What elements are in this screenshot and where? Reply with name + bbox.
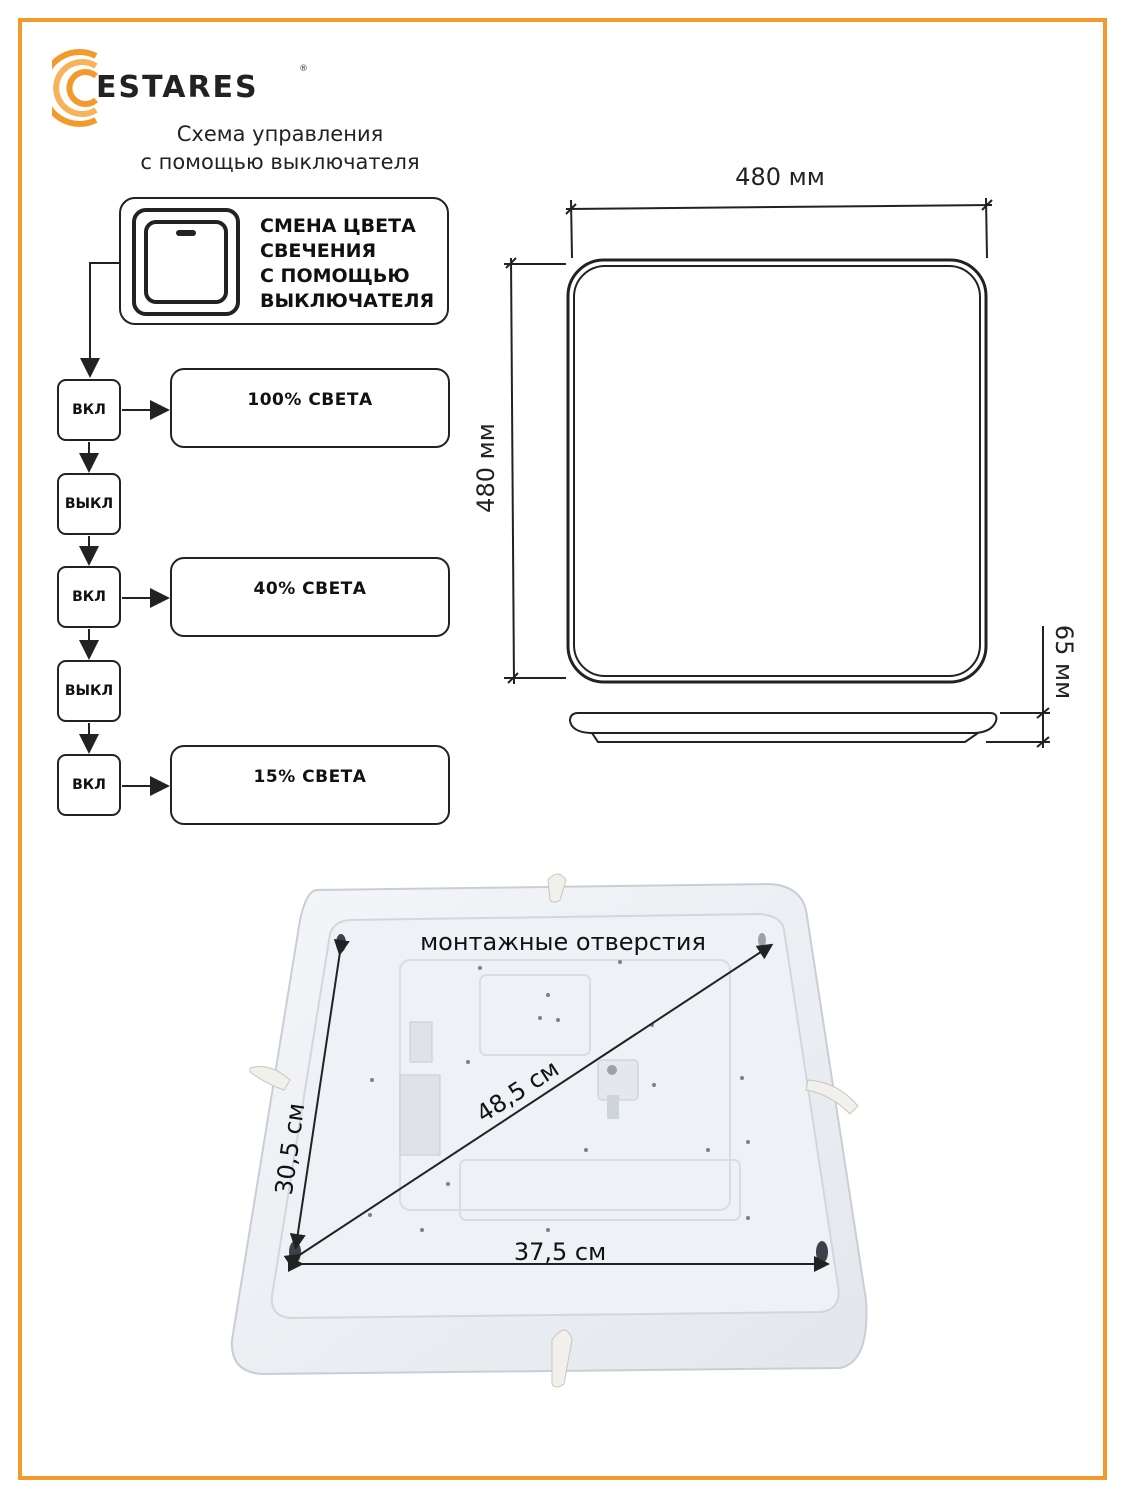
brand-name: ESTARES — [96, 70, 259, 105]
result-100: 100% СВЕТА — [170, 368, 450, 448]
wall-switch-icon — [132, 208, 240, 316]
depth-dimension — [986, 626, 1050, 748]
horizontal-label: 37,5 см — [514, 1238, 606, 1266]
orange-frame — [18, 18, 1107, 1480]
width-label: 480 мм — [735, 163, 825, 191]
subtitle-line-1: Схема управления — [176, 122, 384, 146]
switch-panel-text: СМЕНА ЦВЕТА СВЕЧЕНИЯ С ПОМОЩЬЮ ВЫКЛЮЧАТЕ… — [260, 214, 434, 314]
result-15: 15% СВЕТА — [170, 745, 450, 825]
switch-text-line-1: СМЕНА ЦВЕТА — [260, 215, 416, 237]
subtitle-line-2: с помощью выключателя — [140, 150, 420, 174]
photo-dimension-arrows — [283, 938, 830, 1272]
switch-panel — [119, 197, 449, 325]
registered-mark: ® — [299, 64, 308, 74]
mounting-holes-label: монтажные отверстия — [420, 928, 706, 956]
estares-logo-icon — [52, 49, 98, 127]
height-label: 480 мм — [472, 423, 500, 513]
flow-arrows — [79, 262, 170, 796]
switch-text-line-4: ВЫКЛЮЧАТЕЛЯ — [260, 290, 435, 312]
page-subtitle: Схема управления с помощью выключателя — [100, 120, 460, 176]
step-off-1: ВЫКЛ — [57, 473, 121, 535]
height-dimension — [504, 257, 566, 685]
step-off-2: ВЫКЛ — [57, 660, 121, 722]
lamp-top-view — [566, 258, 988, 684]
step-on-1: ВКЛ — [57, 379, 121, 441]
switch-text-line-2: СВЕЧЕНИЯ — [260, 240, 377, 262]
depth-label: 65 мм — [1050, 625, 1078, 699]
step-on-2: ВКЛ — [57, 566, 121, 628]
step-on-3: ВКЛ — [57, 754, 121, 816]
lamp-side-view — [568, 712, 998, 743]
width-dimension — [565, 197, 993, 259]
result-40: 40% СВЕТА — [170, 557, 450, 637]
switch-text-line-3: С ПОМОЩЬЮ — [260, 265, 410, 287]
